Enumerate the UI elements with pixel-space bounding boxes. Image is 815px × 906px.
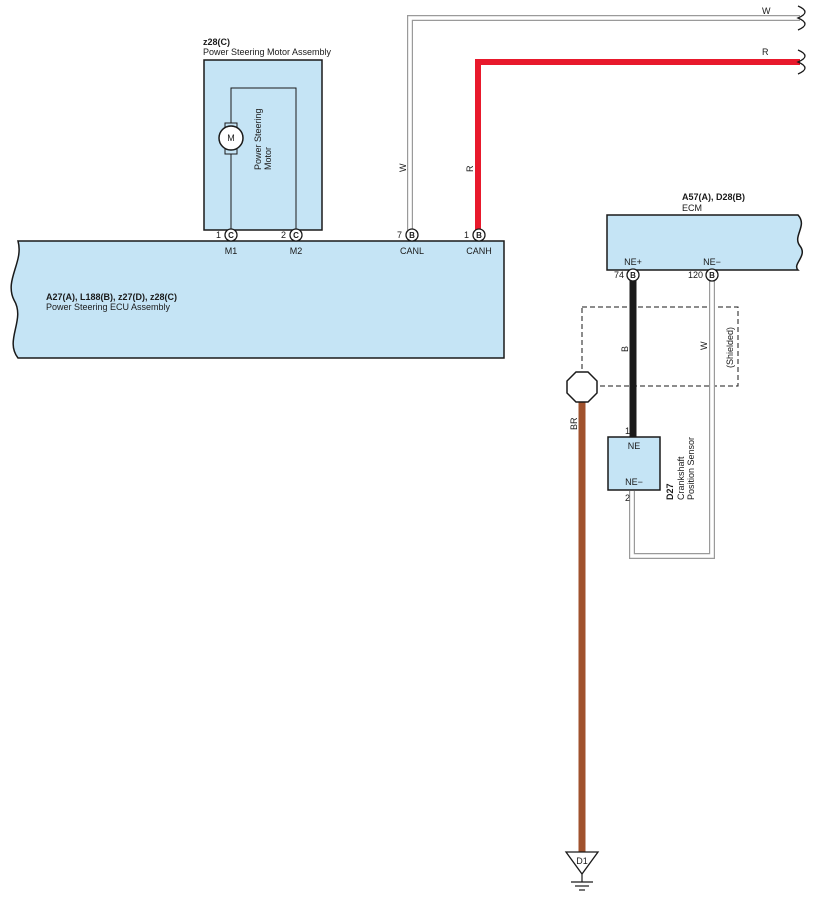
pin-m1-connector: C	[228, 231, 234, 240]
canh-wire	[475, 49, 806, 230]
ne-neg-wire	[629, 276, 715, 559]
pin-ne-pos-number: 74	[614, 270, 624, 280]
pin-m2-connector: C	[293, 231, 299, 240]
motor-symbol: M	[227, 133, 235, 143]
ecm-name: ECM	[682, 203, 702, 213]
shield-junction-octagon	[566, 371, 598, 403]
shield-wire-code: BR	[569, 417, 579, 430]
crank-sensor-name-line1: Crankshaft	[676, 456, 686, 500]
ecm-box	[606, 214, 803, 271]
motor-icon	[218, 122, 244, 155]
pin-m2-label: M2	[290, 246, 303, 256]
ecm-ne-pos-label: NE+	[624, 257, 642, 267]
canh-top-wire-code: R	[762, 47, 769, 57]
ne-pos-wire-code: B	[620, 346, 630, 352]
pin-ne-neg-connector: B	[709, 271, 715, 280]
pin-m2-number: 2	[281, 230, 286, 240]
ecm-ne-neg-label: NE−	[703, 257, 721, 267]
ground-triangle	[564, 851, 600, 876]
pin-canl-connector: B	[409, 231, 415, 240]
pin-ne-neg: 120 B	[688, 268, 719, 282]
ecu-assembly-name: Power Steering ECU Assembly	[46, 302, 171, 312]
pin-canl-label: CANL	[400, 246, 424, 256]
motor-internal-wiring	[230, 87, 297, 230]
pin-canh-connector: B	[476, 231, 482, 240]
pin-ne-pos: 74 B	[614, 268, 640, 282]
canl-wire	[407, 5, 806, 230]
shield-box	[581, 306, 739, 387]
pin-canl: 7 B CANL	[397, 228, 424, 256]
motor-assembly-name: Power Steering Motor Assembly	[203, 47, 332, 57]
ecu-assembly-box	[10, 240, 505, 359]
pin-canl-number: 7	[397, 230, 402, 240]
pin-ne-neg-number: 120	[688, 270, 703, 280]
ground-icon	[571, 874, 593, 891]
pin-ne-pos-connector: B	[630, 271, 636, 280]
canh-wire-code: R	[465, 165, 475, 172]
pin-canh-label: CANH	[466, 246, 492, 256]
crank-sensor-pin-ne: NE	[628, 441, 641, 451]
motor-assembly-id: z28(C)	[203, 37, 230, 47]
canl-wire-code: W	[398, 163, 408, 172]
pin-m1-number: 1	[216, 230, 221, 240]
ground-label: D1	[576, 856, 588, 866]
pin-canh-number: 1	[464, 230, 469, 240]
sensor-pin-2-number: 2	[625, 493, 630, 503]
crank-sensor-id: D27	[665, 483, 675, 500]
ecu-assembly-id: A27(A), L188(B), z27(D), z28(C)	[46, 292, 177, 302]
crank-sensor-name-line2: Position Sensor	[686, 437, 696, 500]
motor-name-line2: Motor	[263, 147, 273, 170]
pin-canh: 1 B CANH	[464, 228, 492, 256]
crank-sensor-box	[607, 436, 661, 491]
ne-neg-wire-code: W	[699, 341, 709, 350]
canl-top-wire-code: W	[762, 6, 771, 16]
pin-m1-label: M1	[225, 246, 238, 256]
motor-name-line1: Power Steering	[253, 108, 263, 170]
pin-m1: 1 C M1	[216, 228, 238, 256]
pin-m2: 2 C M2	[281, 228, 303, 256]
shield-label: (Shielded)	[725, 327, 735, 368]
crank-sensor-pin-ne-neg: NE−	[625, 477, 643, 487]
ecm-id: A57(A), D28(B)	[682, 192, 745, 202]
sensor-pin-1-number: 1	[625, 426, 630, 436]
